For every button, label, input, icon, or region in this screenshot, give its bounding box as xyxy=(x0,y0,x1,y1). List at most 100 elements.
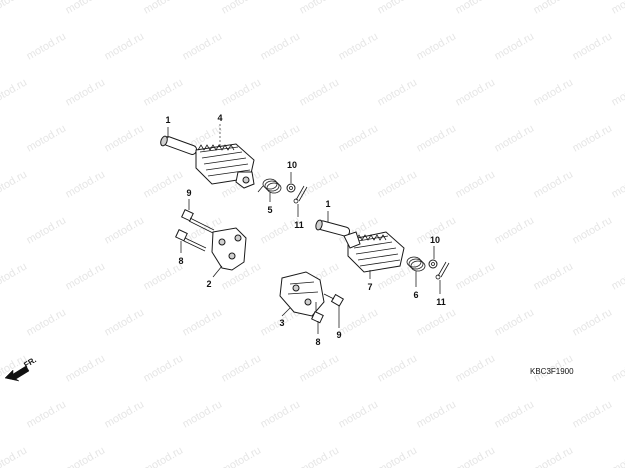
watermark-text: motod.ru xyxy=(220,444,264,468)
leader-lines xyxy=(167,124,441,334)
watermark-text: motod.ru xyxy=(103,214,147,246)
watermark-text: motod.ru xyxy=(298,444,342,468)
watermark-text: motod.ru xyxy=(142,352,186,384)
watermark-text: motod.ru xyxy=(337,398,381,430)
watermark-text: motod.ru xyxy=(571,122,615,154)
watermark-text: motod.ru xyxy=(181,30,225,62)
watermark-text: motod.ru xyxy=(103,306,147,338)
watermark-text: motod.ru xyxy=(454,0,498,17)
watermark-text: motod.ru xyxy=(493,30,537,62)
callout-7: 7 xyxy=(367,282,372,292)
watermark-text: motod.ru xyxy=(298,168,342,200)
watermark-text: motod.ru xyxy=(0,76,29,108)
watermark-text: motod.ru xyxy=(259,398,303,430)
watermark-text: motod.ru xyxy=(298,76,342,108)
watermark-text: motod.ru xyxy=(571,306,615,338)
watermark-text: motod.ru xyxy=(220,352,264,384)
watermark-text: motod.ru xyxy=(571,214,615,246)
watermark-text: motod.ru xyxy=(415,306,459,338)
callout-6: 6 xyxy=(413,290,418,300)
callout-labels: 1 4 10 5 11 9 8 2 1 7 10 6 11 3 8 9 xyxy=(165,113,445,347)
watermark-text: motod.ru xyxy=(493,306,537,338)
watermark-text: motod.ru xyxy=(25,306,69,338)
pin-part-1a xyxy=(160,135,198,155)
watermark-text: motod.ru xyxy=(454,76,498,108)
bolt-part-8b xyxy=(311,302,324,324)
watermark-text: motod.ru xyxy=(376,352,420,384)
watermark-text: motod.ru xyxy=(610,444,625,468)
watermark-text: motod.ru xyxy=(25,398,69,430)
watermark-text: motod.ru xyxy=(181,398,225,430)
watermark-text: motod.ru xyxy=(610,0,625,17)
watermark-text: motod.ru xyxy=(0,260,29,292)
bracket-part-3 xyxy=(279,271,325,317)
watermark-text: motod.ru xyxy=(103,122,147,154)
watermark-text: motod.ru xyxy=(337,122,381,154)
bolt-part-9b xyxy=(323,293,345,307)
watermark-text: motod.ru xyxy=(25,30,69,62)
spring-part-5 xyxy=(257,178,282,194)
watermark-text: motod.ru xyxy=(0,168,29,200)
watermark-text: motod.ru xyxy=(103,30,147,62)
callout-5: 5 xyxy=(267,205,272,215)
watermark-text: motod.ru xyxy=(493,214,537,246)
watermark-text: motod.ru xyxy=(298,352,342,384)
watermark-text: motod.ru xyxy=(532,168,576,200)
callout-9: 9 xyxy=(186,188,191,198)
diagram-code: KBC3F1900 xyxy=(530,367,574,376)
watermark-text: motod.ru xyxy=(64,260,108,292)
watermark-text: motod.ru xyxy=(376,76,420,108)
watermark-text: motod.ru xyxy=(142,168,186,200)
watermark-text: motod.ru xyxy=(142,76,186,108)
watermark-text: motod.ru xyxy=(415,398,459,430)
watermark-text: motod.ru xyxy=(220,76,264,108)
watermark-text: motod.ru xyxy=(64,76,108,108)
watermark-text: motod.ru xyxy=(571,30,615,62)
watermark-text: motod.ru xyxy=(376,444,420,468)
watermark-text: motod.ru xyxy=(493,122,537,154)
watermark-text: motod.ru xyxy=(454,352,498,384)
callout-4: 4 xyxy=(217,113,222,123)
watermark-text: motod.ru xyxy=(64,0,108,17)
spring-part-6 xyxy=(406,256,426,272)
watermark-text: motod.ru xyxy=(415,30,459,62)
watermark-text: motod.ru xyxy=(0,0,29,17)
watermark-text: motod.ru xyxy=(454,168,498,200)
watermark-text: motod.ru xyxy=(454,444,498,468)
callout-10: 10 xyxy=(430,235,440,245)
callout-10: 10 xyxy=(287,160,297,170)
watermark-text: motod.ru xyxy=(181,306,225,338)
watermark-text: motod.ru xyxy=(337,30,381,62)
watermark-text: motod.ru xyxy=(64,444,108,468)
watermark-text: motod.ru xyxy=(532,444,576,468)
watermark-text: motod.ru xyxy=(142,444,186,468)
callout-11: 11 xyxy=(436,297,446,307)
watermark-text: motod.ru xyxy=(0,444,29,468)
cotter-pin-part-11b xyxy=(435,261,450,280)
watermark-text: motod.ru xyxy=(610,260,625,292)
watermark-text: motod.ru xyxy=(337,306,381,338)
watermark-text: motod.ru xyxy=(610,168,625,200)
watermark-text: motod.ru xyxy=(493,398,537,430)
watermark-text: motod.ru xyxy=(532,0,576,17)
callout-2: 2 xyxy=(206,279,211,289)
callout-8: 8 xyxy=(178,256,183,266)
watermark-text: motod.ru xyxy=(259,122,303,154)
watermark-text: motod.ru xyxy=(220,0,264,17)
watermark-text: motod.ru xyxy=(298,0,342,17)
washer-part-10b xyxy=(428,259,438,269)
callout-1: 1 xyxy=(165,115,170,125)
watermark-text: motod.ru xyxy=(376,168,420,200)
footpeg-part-7 xyxy=(343,231,405,273)
bracket-part-2 xyxy=(211,227,247,271)
watermark-text: motod.ru xyxy=(532,76,576,108)
callout-3: 3 xyxy=(279,318,284,328)
cotter-pin-part-11a xyxy=(293,185,308,204)
callout-11: 11 xyxy=(294,220,304,230)
watermark-text: motod.ru xyxy=(25,214,69,246)
watermark-text: motod.ru xyxy=(532,260,576,292)
front-arrow-icon xyxy=(4,365,30,382)
callout-1: 1 xyxy=(325,199,330,209)
